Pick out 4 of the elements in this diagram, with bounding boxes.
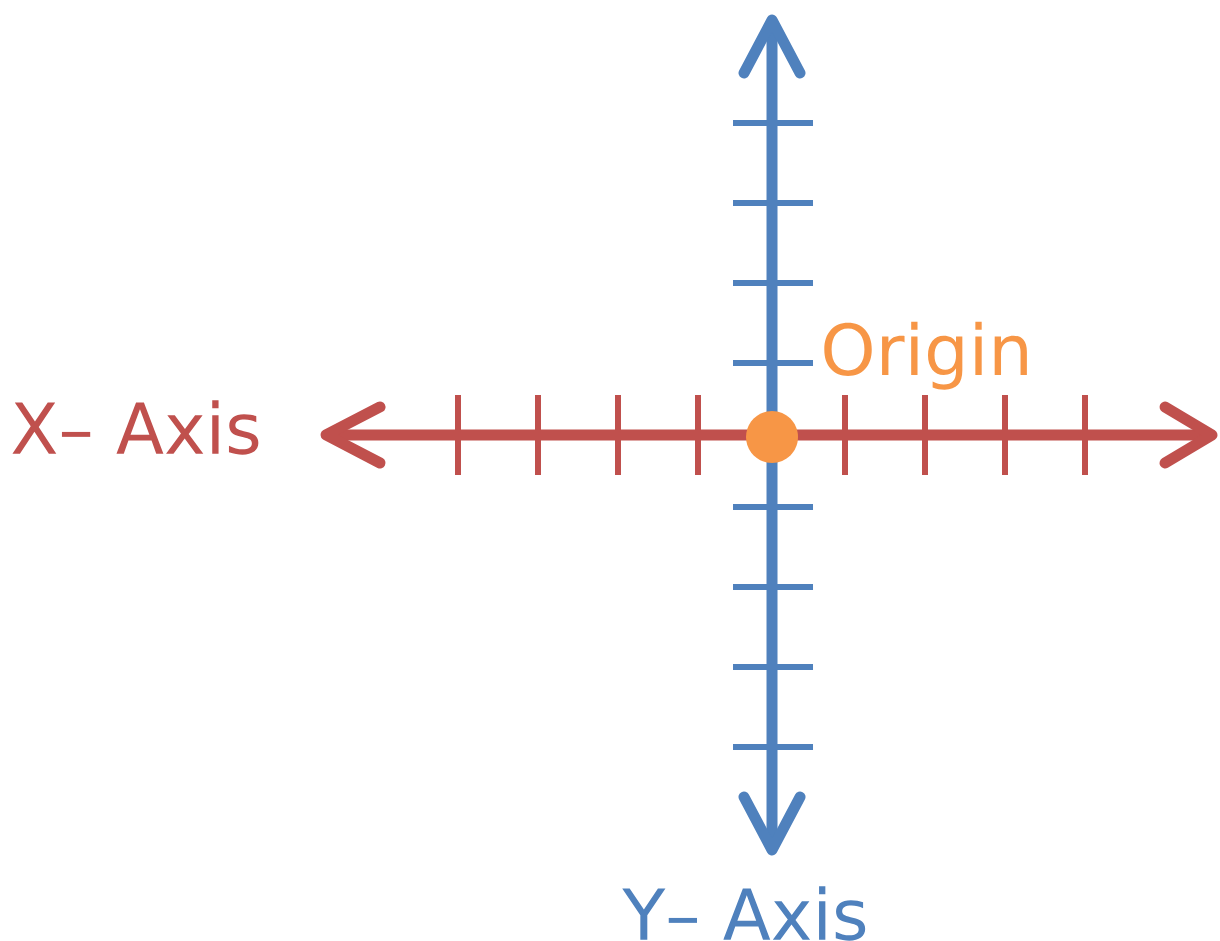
origin-dot <box>746 411 798 463</box>
origin-label: Origin <box>824 321 1027 390</box>
axis-label: X– Axis <box>12 400 259 455</box>
axis-label: Y– Axis <box>622 886 866 941</box>
